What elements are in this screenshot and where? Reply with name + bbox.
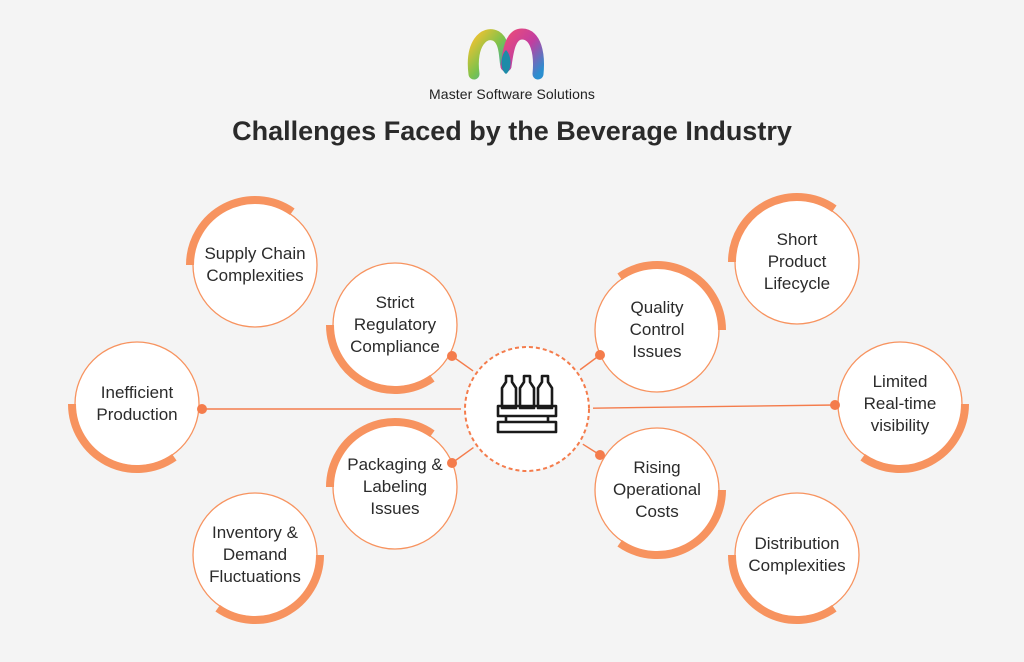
connector-line	[592, 404, 836, 409]
challenge-supply-chain: Supply Chain Complexities	[204, 244, 306, 285]
challenge-operational-costs: Rising Operational Costs	[613, 458, 701, 521]
accent-arc	[728, 554, 837, 624]
connector-dot	[595, 450, 605, 460]
brand-name: Master Software Solutions	[429, 86, 595, 102]
connector-dot	[447, 458, 457, 468]
accent-arc	[186, 196, 295, 266]
accent-arc	[617, 489, 726, 559]
accent-arc	[68, 403, 177, 473]
connector-dot	[595, 350, 605, 360]
ms-logo-icon	[467, 28, 544, 80]
bottle-crate-icon	[496, 374, 558, 434]
accent-arc	[326, 324, 435, 394]
challenge-realtime-visibility: Limited Real-time visibility	[863, 372, 937, 435]
challenge-short-lifecycle: Short Product Lifecycle	[763, 230, 831, 293]
connector-dot	[830, 400, 840, 410]
challenge-packaging: Packaging & Labeling Issues	[347, 455, 443, 518]
challenge-inefficient-production: Inefficient Production	[96, 383, 178, 424]
accent-arc	[617, 261, 726, 331]
challenge-regulatory: Strict Regulatory Compliance	[350, 293, 440, 356]
accent-arc	[326, 418, 435, 488]
accent-arc	[215, 554, 324, 624]
challenge-distribution: Distribution Complexities	[748, 534, 846, 575]
connector-dot	[197, 404, 207, 414]
challenge-quality-control: Quality Control Issues	[629, 298, 685, 361]
page-title: Challenges Faced by the Beverage Industr…	[232, 116, 792, 146]
connector-dot	[447, 351, 457, 361]
accent-arc	[728, 193, 837, 263]
accent-arc	[860, 403, 969, 473]
challenge-inventory: Inventory & Demand Fluctuations	[209, 523, 301, 586]
